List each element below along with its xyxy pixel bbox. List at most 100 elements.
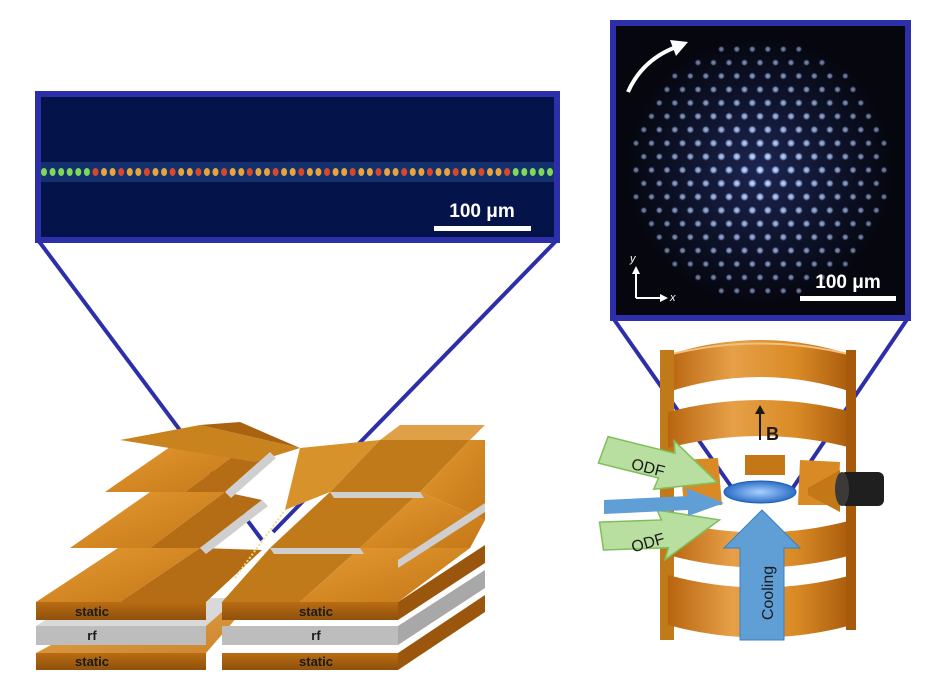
crystal-ion xyxy=(693,192,703,202)
ion xyxy=(324,168,330,176)
crystal-ion xyxy=(778,205,788,215)
crystal-ion xyxy=(732,232,742,242)
crystal-ion xyxy=(701,152,711,162)
crystal-ion xyxy=(701,125,711,135)
crystal-ion xyxy=(709,112,718,121)
crystal-ion xyxy=(747,232,757,242)
crystal-ion xyxy=(794,151,804,162)
crystal-ion xyxy=(802,138,811,148)
ion xyxy=(238,168,245,176)
ion xyxy=(461,168,468,176)
ion xyxy=(221,168,228,176)
crystal-ion xyxy=(795,45,803,53)
crystal-ion xyxy=(755,111,765,121)
crystal-ion xyxy=(747,98,757,108)
left-top-static-label: static xyxy=(75,604,109,619)
crystal-ion xyxy=(739,165,750,175)
cooling-label: Cooling xyxy=(760,566,777,620)
crystal-ion xyxy=(825,206,834,215)
crystal-ion xyxy=(856,152,865,161)
crystal-ion xyxy=(841,99,850,107)
crystal-ion xyxy=(655,233,663,241)
crystal-ion xyxy=(857,206,865,215)
crystal-ion xyxy=(670,152,679,161)
crystal-ion xyxy=(747,125,757,135)
right-scale-bar xyxy=(800,296,896,301)
crystal-ion xyxy=(786,165,796,175)
crystal-ion xyxy=(841,260,849,268)
crystal-ion xyxy=(724,219,734,229)
crystal-ion xyxy=(755,191,765,202)
crystal-ion xyxy=(686,98,695,107)
crystal-ion xyxy=(817,138,827,148)
crystal-ion xyxy=(716,205,726,215)
crystal-ion xyxy=(694,85,702,94)
ion xyxy=(41,168,47,176)
crystal-ion xyxy=(818,273,826,282)
crystal-ion xyxy=(632,139,640,147)
crystal-ion xyxy=(864,193,873,201)
ion-crystal-inset: y x 100 μm xyxy=(610,20,911,321)
crystal-ion xyxy=(864,112,873,121)
crystal-ion xyxy=(686,260,694,268)
crystal-ion xyxy=(826,260,834,268)
crystal-ion xyxy=(794,232,803,242)
crystal-ion xyxy=(748,72,757,80)
ion xyxy=(349,168,356,176)
crystal-ion xyxy=(833,85,842,94)
crystal-ion xyxy=(740,273,749,282)
crystal-ion xyxy=(640,179,648,188)
crystal-ion xyxy=(786,111,796,121)
ion xyxy=(186,168,193,176)
crystal-ion xyxy=(825,233,834,242)
ion xyxy=(203,168,210,176)
crystal-ion xyxy=(640,126,648,134)
crystal-ion xyxy=(671,72,679,80)
crystal-ion xyxy=(755,246,765,255)
crystal-ion xyxy=(748,287,756,295)
ion xyxy=(118,168,125,176)
linear-trap-panel: 100 μm static rf st xyxy=(35,91,560,670)
crystal-ion xyxy=(872,179,880,188)
crystal-ion xyxy=(755,219,765,229)
crystal-ion xyxy=(686,206,695,215)
crystal-ion xyxy=(849,192,857,201)
ion xyxy=(306,168,313,176)
crystal-ion xyxy=(763,72,772,80)
crystal-ion xyxy=(825,98,834,107)
crystal-ion xyxy=(693,165,703,175)
crystal-ion xyxy=(755,85,765,94)
crystal-ion xyxy=(809,178,819,188)
crystal-ion xyxy=(764,45,772,53)
crystal-ion xyxy=(739,138,750,148)
crystal-ion xyxy=(702,72,710,80)
crystal-ion xyxy=(733,45,741,53)
crystal-ion xyxy=(786,246,796,255)
ion xyxy=(469,168,476,176)
ion xyxy=(358,168,365,176)
crystal-ion xyxy=(802,112,811,121)
ion xyxy=(332,168,339,176)
crystal-ion xyxy=(671,99,679,107)
crystal-ion xyxy=(849,219,857,228)
crystal-ion xyxy=(663,192,671,201)
crystal-ion xyxy=(701,205,711,215)
crystal-ion xyxy=(849,85,857,94)
crystal-ion xyxy=(733,287,741,295)
crystal-ion xyxy=(694,273,702,282)
crystal-ion xyxy=(771,273,780,282)
crystal-ion xyxy=(701,98,710,107)
crystal-ion xyxy=(724,165,734,175)
crystal-ion xyxy=(647,112,656,121)
crystal-ion xyxy=(872,206,880,214)
rotation-arrowhead-icon xyxy=(670,40,688,56)
crystal-ion xyxy=(670,206,679,215)
crystal-ion xyxy=(725,58,733,67)
ion xyxy=(229,168,236,176)
crystal-ion xyxy=(740,246,749,255)
crystal-ion xyxy=(786,85,796,94)
ion xyxy=(272,168,279,176)
ion xyxy=(392,168,399,176)
side-laser-arrow xyxy=(604,488,724,516)
